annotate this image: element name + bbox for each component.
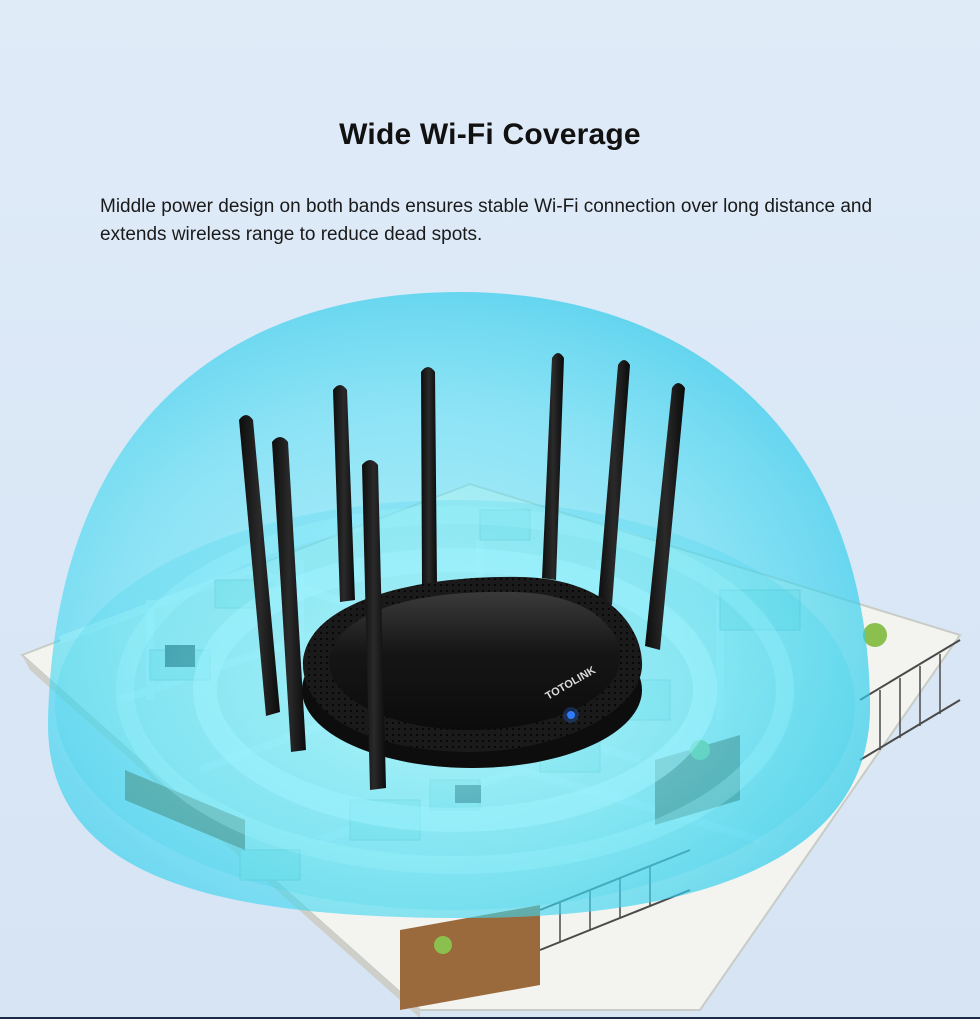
router-antennas (239, 353, 685, 752)
section-divider (0, 1017, 980, 1019)
router-coverage-illustration: TOTOLINK (20, 292, 962, 1018)
feature-description: Middle power design on both bands ensure… (100, 196, 873, 245)
feature-title: Wide Wi-Fi Coverage (339, 118, 641, 152)
status-led-icon (567, 711, 575, 719)
router: TOTOLINK (239, 353, 685, 790)
